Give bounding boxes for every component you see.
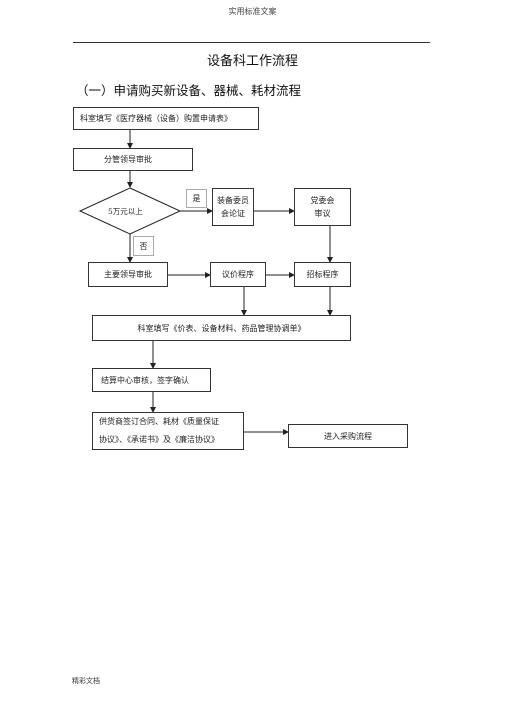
tender-label: 招标程序	[306, 270, 339, 279]
coordination-form-box: 科室填写《价表、设备材料、药品管理协调单》	[92, 315, 351, 341]
yes-label: 是	[186, 189, 207, 208]
page-header: 实用标准文案	[228, 7, 277, 16]
leader-review-box: 分管领导审批	[73, 148, 193, 171]
price-negotiation-box: 议价程序	[210, 262, 266, 287]
decision-diamond	[78, 187, 182, 235]
page-title: 设备科工作流程	[206, 54, 298, 69]
committee-line-2: 会论证	[221, 209, 245, 218]
party-committee-box: 党委会 审议	[294, 188, 351, 226]
settlement-box: 结算中心审核，签字确认	[92, 368, 211, 392]
decision-label: 5万元以上	[108, 207, 143, 216]
procurement-box: 进入采购流程	[288, 424, 408, 448]
no-label: 否	[133, 236, 154, 256]
apply-form-label: 科室填写《医疗器械（设备）购置申请表》	[80, 114, 232, 123]
supplier-contract-box: 供货商签订合同、耗材《质量保证 协议》、《承诺书》及《廉洁协议》	[92, 412, 244, 450]
section-title: （一）申请购买新设备、器械、耗材流程	[76, 83, 302, 98]
price-negotiation-label: 议价程序	[222, 270, 254, 279]
main-leader-label: 主要领导审批	[104, 270, 152, 279]
main-leader-box: 主要领导审批	[88, 262, 168, 287]
settlement-label: 结算中心审核，签字确认	[101, 375, 189, 385]
party-committee-line-1: 党委会	[310, 196, 335, 205]
apply-form-box: 科室填写《医疗器械（设备）购置申请表》	[73, 107, 259, 130]
supplier-contract-line-1: 供货商签订合同、耗材《质量保证	[99, 417, 219, 426]
committee-line-1: 装备委员	[217, 196, 249, 205]
party-committee-line-2: 审议	[314, 209, 331, 218]
coordination-form-label: 科室填写《价表、设备材料、药品管理协调单》	[137, 323, 306, 333]
header-divider	[73, 42, 430, 43]
committee-box: 装备委员 会论证	[212, 188, 254, 226]
leader-review-label: 分管领导审批	[104, 155, 152, 164]
procurement-label: 进入采购流程	[324, 431, 372, 441]
tender-box: 招标程序	[294, 262, 351, 287]
page-footer: 精彩文档	[72, 677, 100, 685]
supplier-contract-line-2: 协议》、《承诺书》及《廉洁协议》	[99, 435, 219, 444]
